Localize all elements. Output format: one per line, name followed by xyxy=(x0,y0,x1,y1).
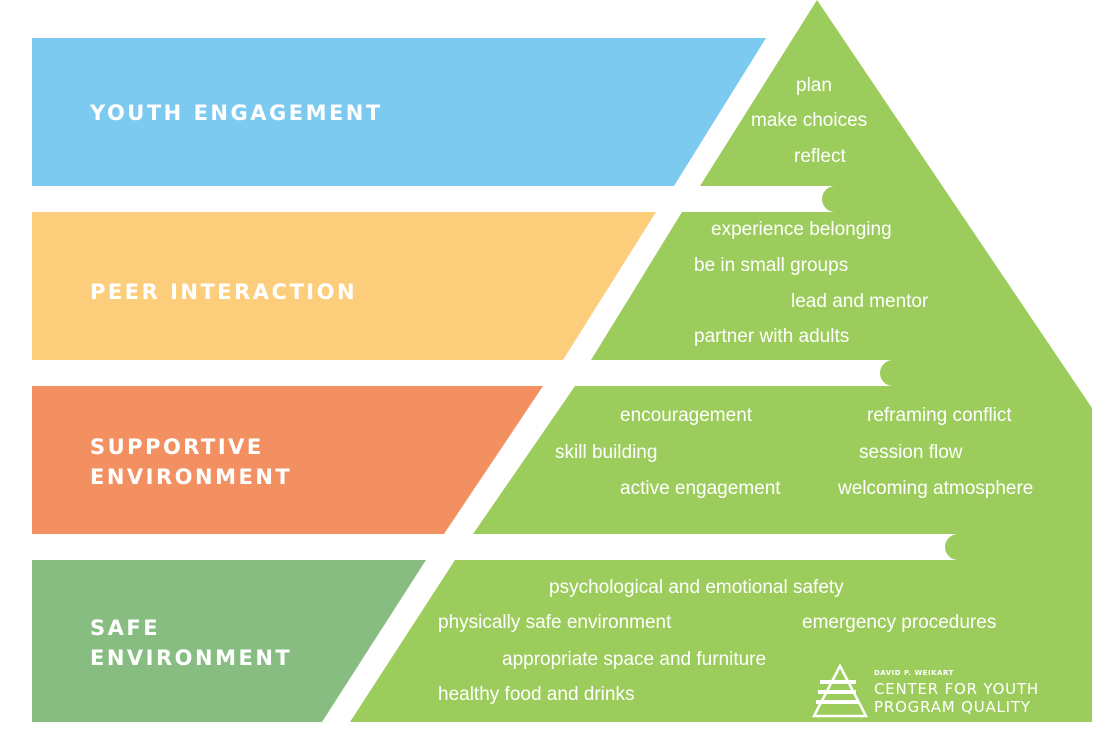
pyramid-apex-tier xyxy=(350,0,1092,722)
item-physically-safe-environment: physically safe environment xyxy=(438,612,672,633)
item-emergency-procedures: emergency procedures xyxy=(802,612,997,633)
item-make-choices: make choices xyxy=(751,110,868,131)
item-be-in-small-groups: be in small groups xyxy=(694,255,849,276)
item-reframing-conflict: reframing conflict xyxy=(867,405,1012,426)
logo-line-1: CENTER FOR YOUTH xyxy=(874,680,1039,698)
logo-pyramid-icon xyxy=(812,664,868,718)
tier-label-safe-environment: SAFE ENVIRONMENT xyxy=(90,613,292,673)
tier-label-line: SAFE xyxy=(90,616,161,640)
tier-safe-environment-band xyxy=(32,560,426,722)
tier-label-line: ENVIRONMENT xyxy=(90,465,293,489)
item-encouragement: encouragement xyxy=(620,405,753,426)
item-reflect: reflect xyxy=(794,146,846,167)
logo-line-2: PROGRAM QUALITY xyxy=(874,698,1031,716)
tier-youth-engagement-band xyxy=(32,38,766,186)
tier-label-youth-engagement: YOUTH ENGAGEMENT xyxy=(90,98,383,128)
logo-small-text: DAVID P. WEIKART xyxy=(874,669,954,677)
item-healthy-food-drinks: healthy food and drinks xyxy=(438,684,635,705)
tier-label-supportive-environment: SUPPORTIVE ENVIRONMENT xyxy=(90,432,292,492)
item-welcoming-atmosphere: welcoming atmosphere xyxy=(838,478,1034,499)
item-psychological-emotional-safety: psychological and emotional safety xyxy=(549,577,844,598)
tier-label-line: ENVIRONMENT xyxy=(90,646,293,670)
item-experience-belonging: experience belonging xyxy=(711,219,892,240)
tier-label-peer-interaction: PEER INTERACTION xyxy=(90,277,357,307)
tier-supportive-environment-band xyxy=(32,386,543,534)
item-session-flow: session flow xyxy=(859,442,963,463)
tier-peer-interaction-band xyxy=(32,212,656,360)
tier-label-line: SUPPORTIVE xyxy=(90,435,264,459)
item-appropriate-space-furniture: appropriate space and furniture xyxy=(502,649,767,670)
item-skill-building: skill building xyxy=(555,442,658,463)
tier-label-line: PEER INTERACTION xyxy=(90,280,358,304)
item-plan: plan xyxy=(796,75,832,96)
item-active-engagement: active engagement xyxy=(620,478,781,499)
item-partner-with-adults: partner with adults xyxy=(694,326,850,347)
center-for-youth-program-quality-logo: DAVID P. WEIKART CENTER FOR YOUTH PROGRA… xyxy=(812,664,1092,720)
tier-label-line: YOUTH ENGAGEMENT xyxy=(90,101,383,125)
item-lead-and-mentor: lead and mentor xyxy=(791,291,929,312)
